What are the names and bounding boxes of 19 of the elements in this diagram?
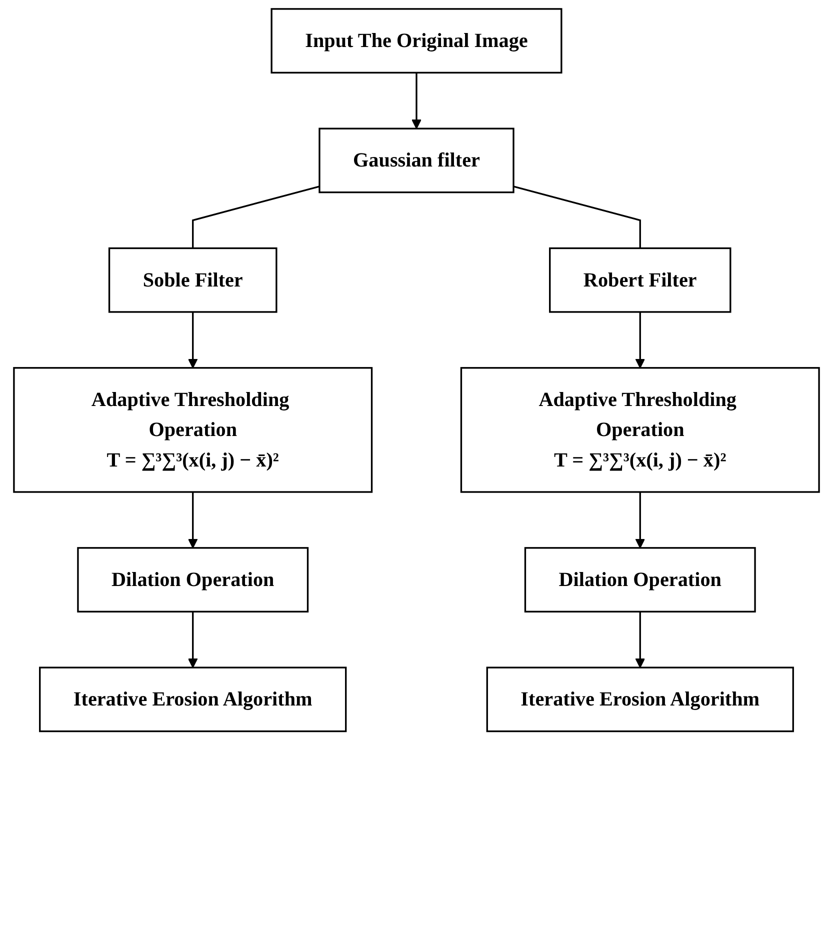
arrow: [188, 612, 198, 668]
connector: [192, 186, 320, 248]
node-box: Soble Filter: [108, 247, 278, 313]
node-box: Dilation Operation: [77, 547, 309, 612]
node-box: Dilation Operation: [524, 547, 756, 612]
node-box: Iterative Erosion Algorithm: [39, 666, 347, 732]
node-box: Input The Original Image: [270, 8, 562, 74]
arrow: [635, 612, 646, 668]
arrow: [635, 492, 646, 548]
node-box: Adaptive Thresholding Operation T = ∑³∑³(x(i, j) − x̄)²: [460, 367, 820, 493]
node-box: Robert Filter: [549, 247, 732, 313]
connector: [513, 186, 641, 248]
arrow: [188, 492, 198, 548]
arrow: [412, 72, 422, 130]
arrow: [635, 312, 646, 368]
node-box: Iterative Erosion Algorithm: [486, 666, 794, 732]
node-box: Gaussian filter: [318, 128, 514, 194]
node-box: Adaptive Thresholding Operation T = ∑³∑³(x(i, j) − x̄)²: [13, 367, 373, 493]
arrow: [188, 312, 198, 368]
